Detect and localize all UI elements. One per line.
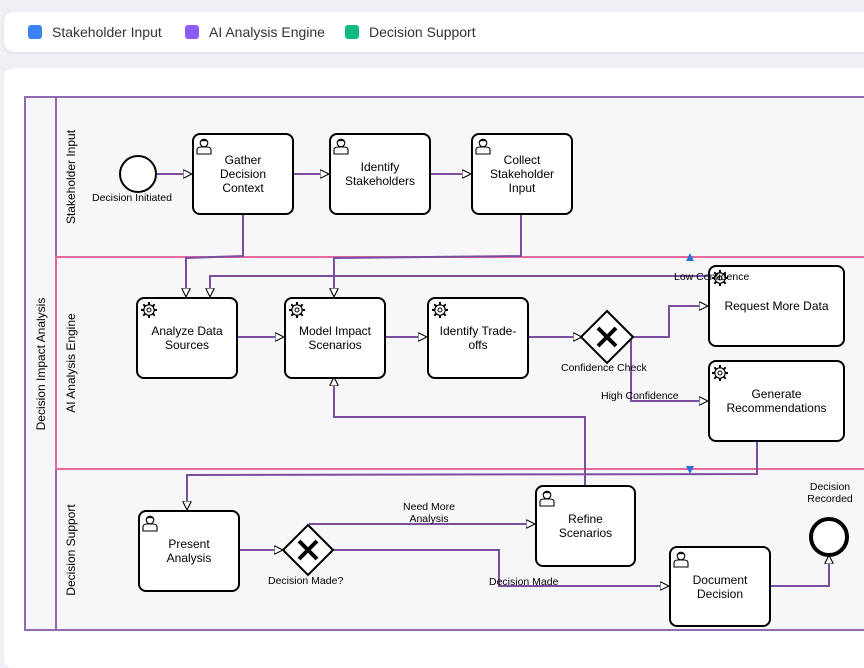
start-event-label: Decision Initiated (92, 192, 172, 204)
task-label-gather: Gather Decision Context (219, 153, 267, 195)
task-label-tradeoffs: Identify Trade-offs (439, 324, 517, 352)
lane-label-support: Decision Support (64, 504, 78, 596)
gateway-confidence-label: Confidence Check (561, 362, 647, 374)
task-refine[interactable] (535, 485, 636, 567)
task-tradeoffs[interactable] (427, 297, 529, 379)
bpmn-diagram (24, 96, 864, 631)
legend-swatch-blue (28, 25, 42, 39)
task-label-collect: Collect Stakeholder Input (489, 153, 555, 195)
task-generate[interactable] (708, 360, 845, 442)
pool-label: Decision Impact Analysis (34, 297, 48, 431)
lane-label-ai: AI Analysis Engine (64, 313, 78, 413)
task-analyze[interactable] (136, 297, 238, 379)
legend-swatch-green (345, 25, 359, 39)
flow-label-need-more: Need More Analysis (403, 501, 455, 525)
flow-label-low-confidence: Low Confidence (674, 271, 750, 283)
task-identify-stakeholders[interactable] (329, 133, 431, 215)
task-label-identify-stakeholders: Identify Stakeholders (344, 160, 416, 188)
task-model[interactable] (284, 297, 386, 379)
task-label-generate: Generate Recommendations (726, 387, 827, 415)
flow-generate-present (187, 441, 758, 509)
task-label-analyze: Analyze Data Sources (151, 324, 223, 352)
end-event-label: Decision Recorded (807, 481, 853, 505)
flow-label-decision-made: Decision Made (489, 576, 559, 588)
flow-gather-analyze (186, 214, 244, 296)
task-gather[interactable] (192, 133, 294, 215)
start-event[interactable] (119, 155, 157, 193)
gateway-confidence[interactable] (579, 309, 635, 365)
legend-swatch-purple (185, 25, 199, 39)
legend-item-support: Decision Support (345, 24, 476, 40)
gateway-decision-label: Decision Made? (268, 575, 344, 587)
legend-item-ai: AI Analysis Engine (185, 24, 325, 40)
flow-refine-model (334, 378, 586, 485)
lane-marker-down (686, 466, 694, 474)
legend-label: AI Analysis Engine (209, 24, 325, 40)
task-present[interactable] (138, 510, 240, 592)
legend-label: Decision Support (369, 24, 476, 40)
flow-label-high-confidence: High Confidence (601, 390, 679, 402)
task-label-document: Document Decision (692, 572, 748, 601)
flow-gateway-generate (630, 337, 707, 401)
legend-label: Stakeholder Input (52, 24, 162, 40)
flow-gateway-request (633, 306, 707, 338)
task-label-request: Request More Data (724, 299, 829, 313)
end-event[interactable] (809, 517, 849, 557)
task-label-refine: Refine Scenarios (558, 512, 613, 540)
lane-label-stakeholder: Stakeholder Input (64, 129, 78, 225)
flow-document-end (770, 556, 829, 587)
task-label-present: Present Analysis (166, 537, 212, 565)
legend-item-stakeholder: Stakeholder Input (28, 24, 162, 40)
task-request[interactable] (708, 265, 845, 347)
task-collect[interactable] (471, 133, 573, 215)
lane-marker-up (686, 253, 694, 261)
task-label-model: Model Impact Scenarios (298, 324, 372, 352)
flow-gateway-document (333, 549, 668, 586)
task-document[interactable] (669, 546, 771, 627)
gateway-decision[interactable] (281, 523, 335, 577)
legend-bar: Stakeholder Input AI Analysis Engine Dec… (4, 12, 864, 52)
